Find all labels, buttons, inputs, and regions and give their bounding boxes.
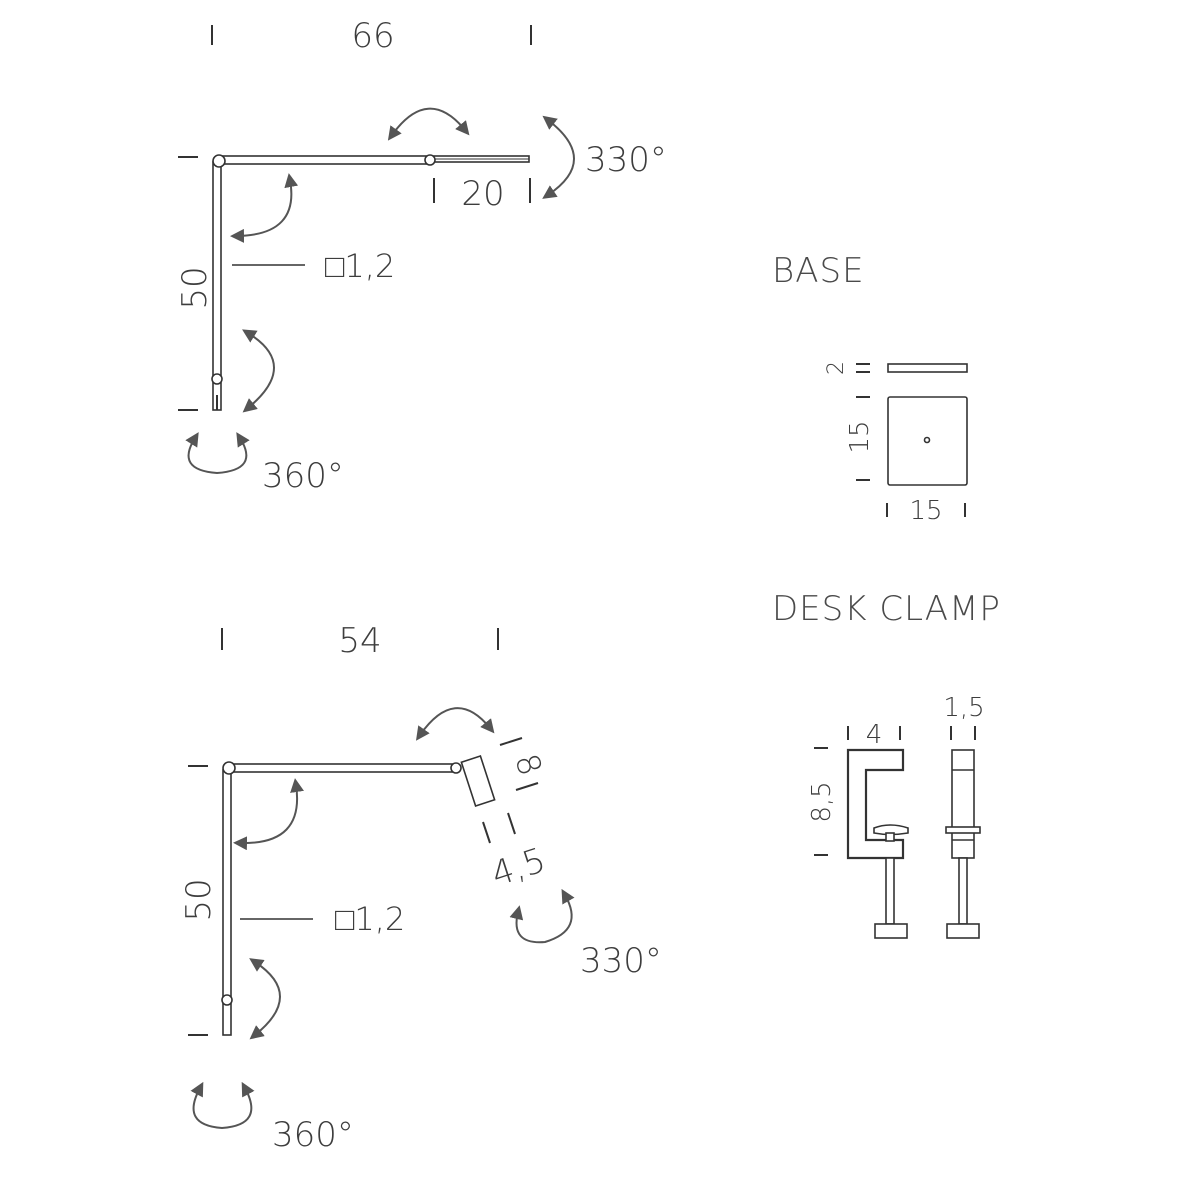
bottom-arm-length-label: 54: [338, 621, 381, 661]
bottom-lamp-base-joint: [221, 994, 233, 1006]
clamp-knob: [874, 923, 908, 939]
bottom-elbow-arrow: [233, 778, 304, 851]
top-lamp-body: [211, 154, 530, 411]
bottom-height-label: 50: [179, 878, 219, 921]
clamp-side-knob: [946, 923, 980, 939]
bottom-section-label: □1,2: [335, 900, 405, 938]
desk-clamp-title: DESK CLAMP: [772, 589, 1001, 629]
bottom-head-rotation-label: 330°: [580, 941, 662, 981]
bottom-base-tilt-arrow: [249, 958, 281, 1040]
clamp-pad-neck: [885, 832, 895, 842]
clamp-screw: [885, 857, 895, 925]
top-arm-swing-arrow: [387, 107, 470, 141]
bottom-head-offset-label: 4,5: [487, 840, 551, 895]
top-elbow-arrow: [230, 173, 299, 243]
bottom-head-size-label: 8: [507, 749, 549, 780]
base-plate-side: [887, 363, 968, 373]
bottom-lamp-head: [460, 755, 496, 807]
base-center-hole: [923, 436, 931, 444]
bottom-base-rotation-arrow: [190, 1081, 255, 1130]
bottom-arm-swing-arrow: [415, 707, 495, 741]
top-lamp-head-joint: [424, 154, 436, 166]
base-title: BASE: [772, 251, 865, 291]
base-thickness-label: 2: [824, 361, 849, 375]
clamp-c-frame: [846, 748, 905, 860]
bottom-lamp-arm: [225, 763, 455, 773]
clamp-pressure-pad: [873, 824, 909, 836]
top-lamp-base-joint: [211, 373, 223, 385]
bottom-lamp-drawing: 54 50 □1,2 8 4,5 330° 360°: [179, 621, 662, 1155]
clamp-height-label: 8,5: [807, 781, 837, 822]
clamp-side-pad: [945, 826, 981, 834]
bottom-lamp-head-joint: [450, 762, 462, 774]
bottom-lamp-elbow-joint: [222, 761, 236, 775]
top-lamp-drawing: 66 50 □1,2 20 330° 360°: [175, 16, 667, 496]
top-section-label: □1,2: [325, 247, 395, 285]
top-lamp-arm: [216, 155, 430, 165]
desk-clamp-drawing: DESK CLAMP 4 8,5 1,5: [772, 589, 1001, 939]
top-lamp-elbow-joint: [212, 154, 226, 168]
top-head-length-label: 20: [461, 174, 504, 214]
clamp-jaw-depth-label: 4: [866, 720, 883, 750]
base-drawing: BASE 2 15 15: [772, 251, 968, 526]
top-height-label: 50: [175, 266, 215, 309]
bottom-offset-tick-right: [507, 812, 516, 835]
clamp-thickness-label: 1,5: [943, 693, 984, 723]
top-base-tilt-arrow: [242, 329, 275, 413]
top-base-rotation-label: 360°: [262, 456, 344, 496]
bottom-lamp-body: [221, 755, 496, 1036]
top-head-rotation-arrow: [542, 115, 575, 199]
top-head-rotation-label: 330°: [585, 140, 667, 180]
top-arm-length-label: 66: [351, 16, 394, 56]
base-width-label: 15: [909, 496, 942, 526]
top-base-rotation-arrow: [185, 432, 250, 475]
bottom-base-rotation-label: 360°: [272, 1115, 354, 1155]
bottom-head-tick-bottom: [515, 782, 539, 791]
base-depth-label: 15: [845, 420, 875, 453]
clamp-side-frame: [951, 749, 975, 859]
bottom-head-tick-top: [499, 737, 523, 746]
bottom-offset-tick-left: [482, 821, 491, 844]
clamp-side-screw: [958, 857, 968, 925]
bottom-head-rotation-arrow: [509, 888, 575, 944]
